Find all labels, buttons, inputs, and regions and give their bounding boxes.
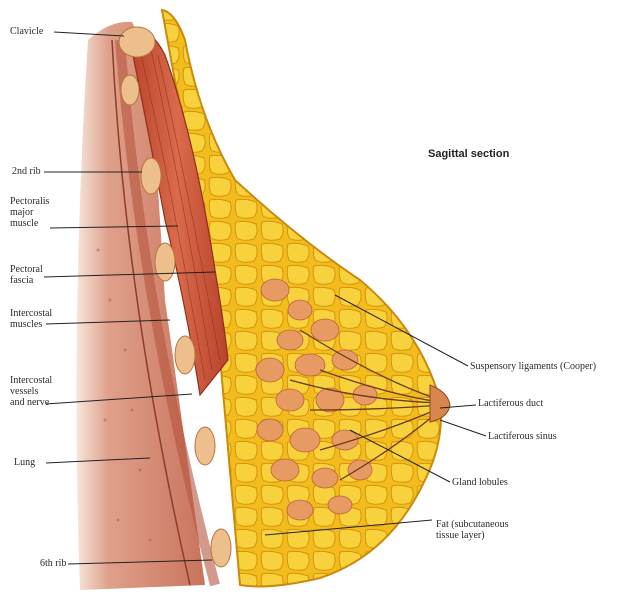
label-6th-rib: 6th rib [40, 558, 66, 569]
label-suspensory-ligaments: Suspensory ligaments (Cooper) [470, 361, 596, 372]
nipple [430, 385, 450, 422]
label-pectoralis-major: Pectoralis major muscle [10, 196, 49, 229]
label-lactiferous-sinus: Lactiferous sinus [488, 431, 557, 442]
rib-2 [141, 158, 161, 194]
label-pectoral-fascia: Pectoral fascia [10, 264, 43, 286]
diagram-title: Sagittal section [428, 148, 509, 160]
label-lactiferous-duct: Lactiferous duct [478, 398, 543, 409]
label-intercostal-muscles: Intercostal muscles [10, 308, 52, 330]
label-fat: Fat (subcutaneous tissue layer) [436, 519, 509, 541]
label-lung: Lung [14, 457, 35, 468]
rib-6 [211, 529, 231, 567]
clavicle-bone [119, 27, 155, 57]
label-gland-lobules: Gland lobules [452, 477, 508, 488]
label-2nd-rib: 2nd rib [12, 166, 41, 177]
label-clavicle: Clavicle [10, 26, 43, 37]
label-intercostal-vessels: Intercostal vessels and nerve [10, 375, 52, 408]
